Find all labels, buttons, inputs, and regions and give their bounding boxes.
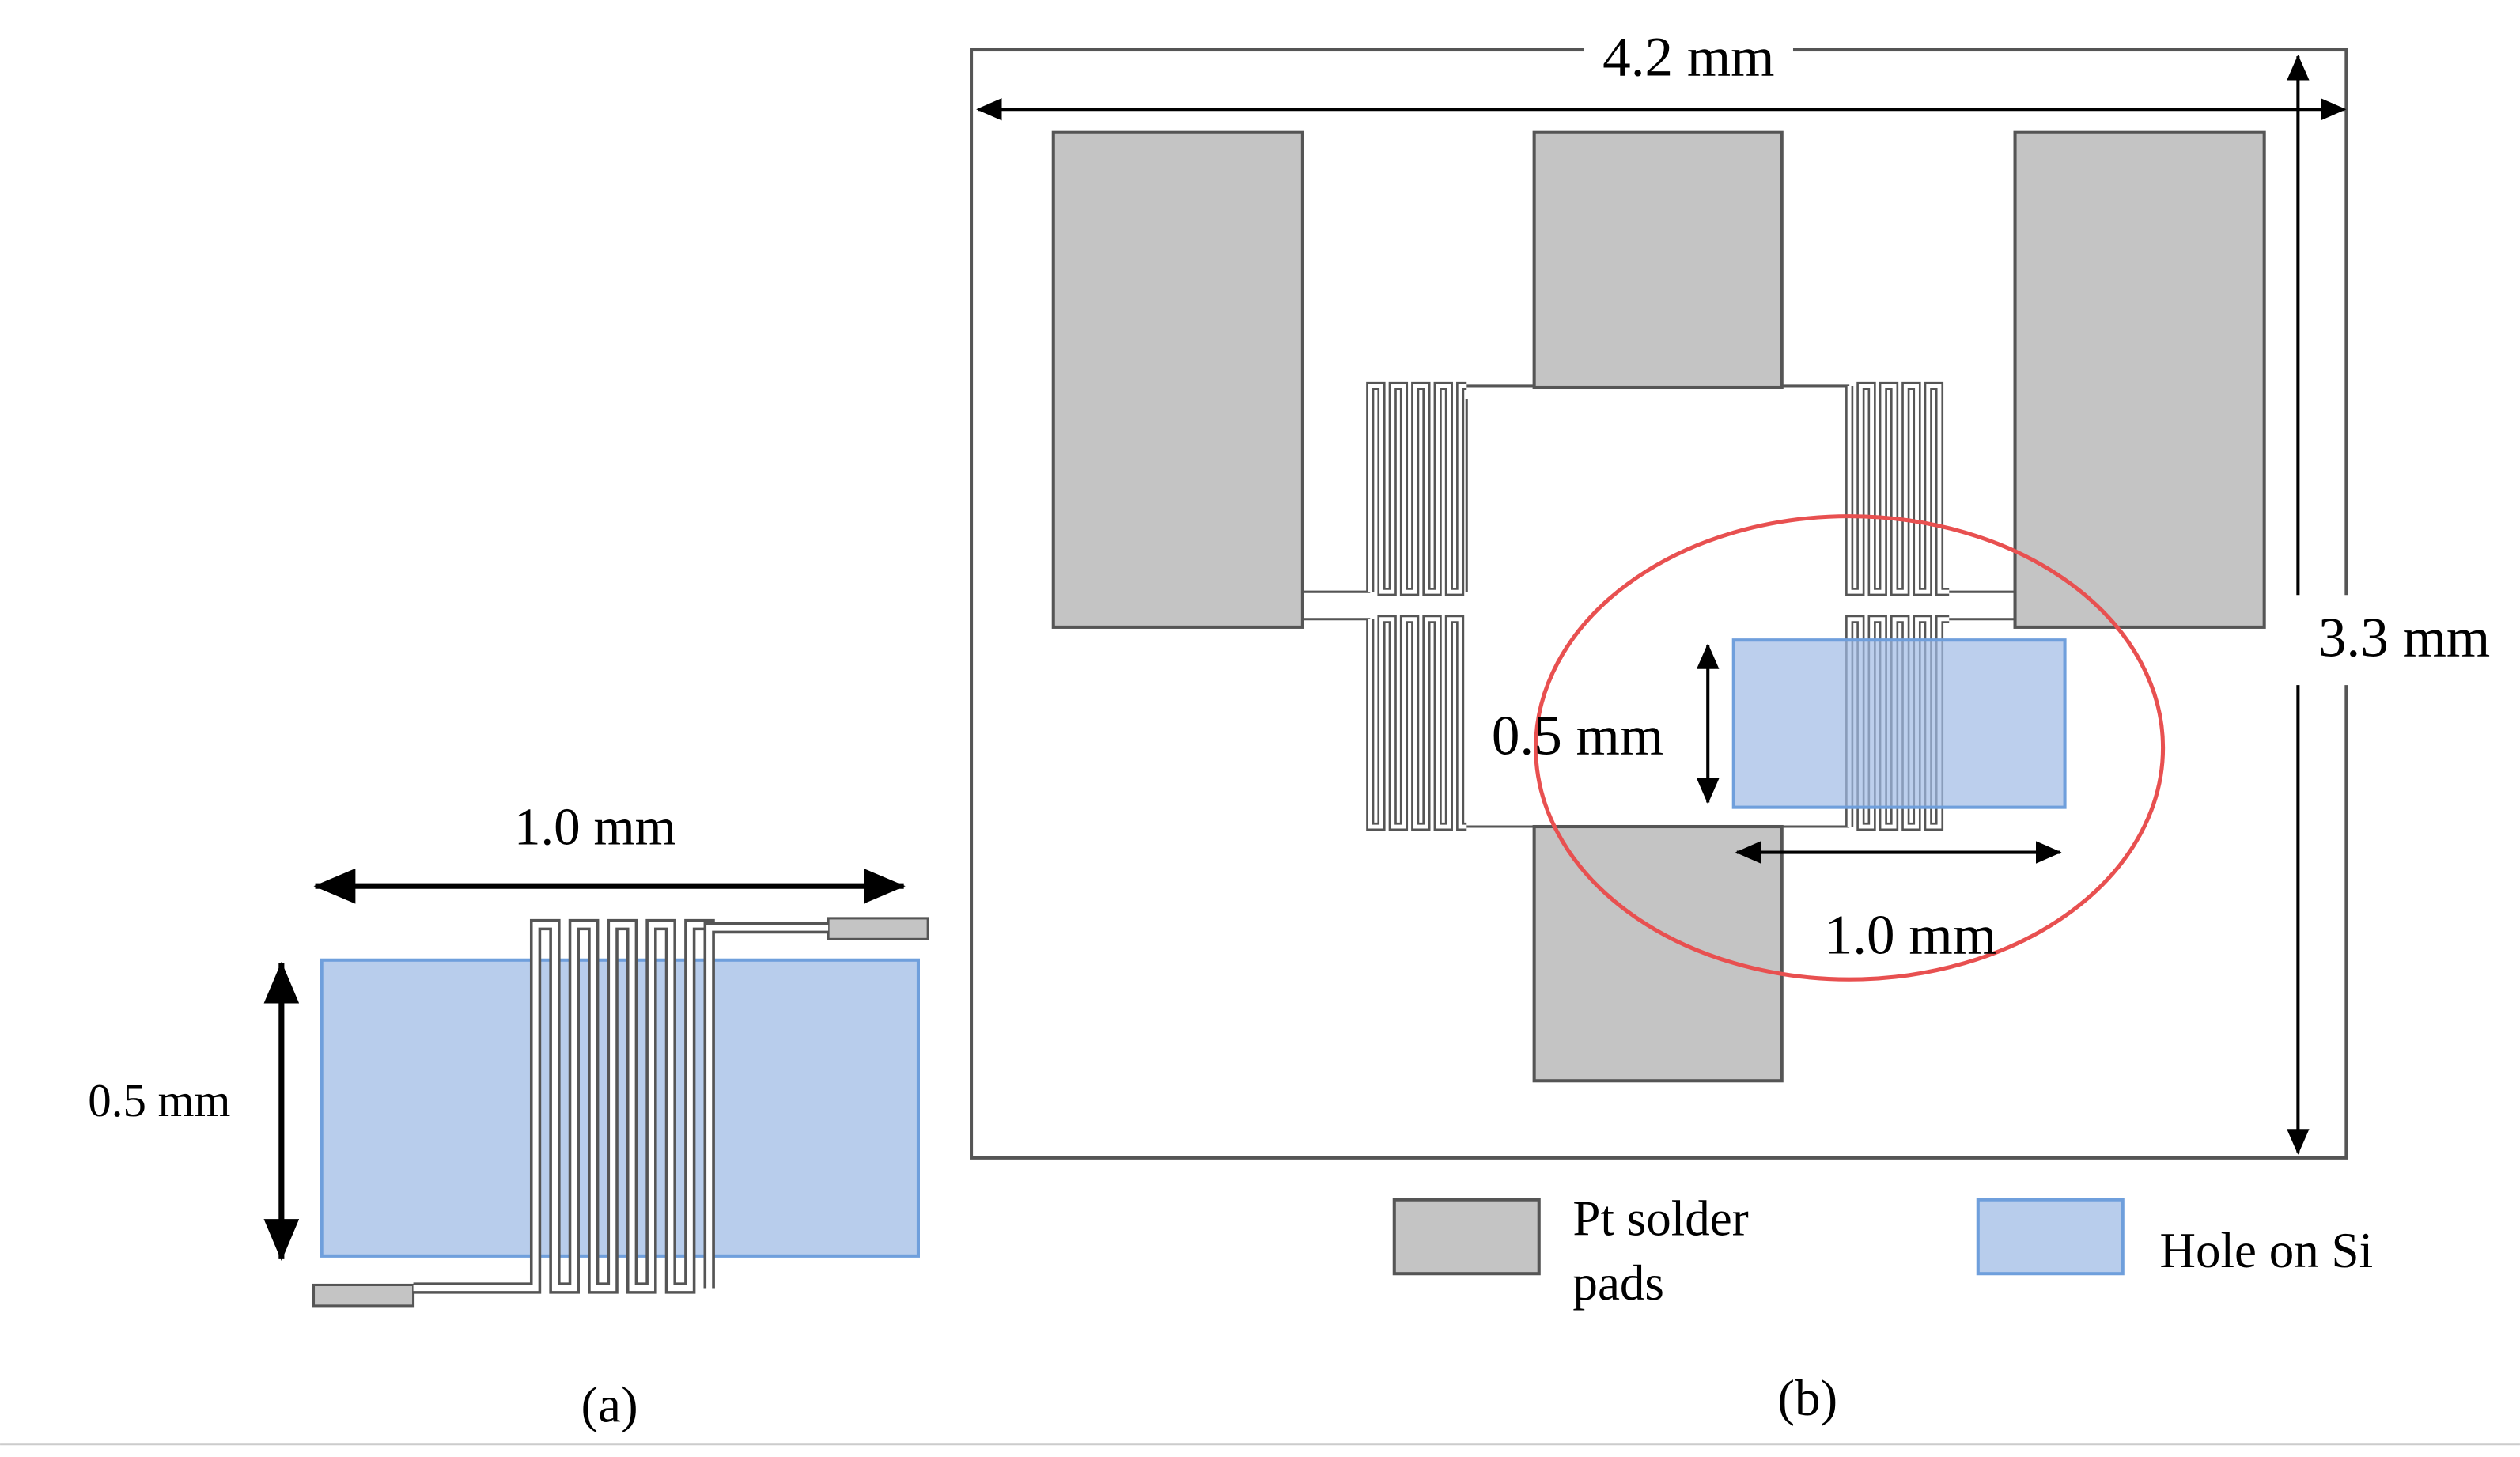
legend-pad-label-line1: Pt solder: [1572, 1190, 1748, 1246]
legend: Pt solder pads Hole on Si: [1392, 1190, 2374, 1311]
legend-pad-label-line2: pads: [1572, 1255, 1664, 1311]
panel-a: 1.0 mm 0.5 mm (a): [88, 797, 929, 1433]
legend-hole-swatch: [1976, 1198, 2125, 1276]
panel-a-caption: (a): [581, 1376, 638, 1433]
hole-width-label: 1.0 mm: [1825, 905, 1996, 967]
solder-pad-top-center: [1532, 130, 1784, 390]
chip-height-label: 3.3 mm: [2318, 607, 2490, 669]
chip-width-label: 4.2 mm: [1602, 27, 1774, 89]
solder-pad-bottom-center: [1532, 824, 1784, 1083]
meander-heaters: [1366, 381, 1950, 831]
panel-a-hole: [320, 958, 920, 1258]
solder-pad-top-left: [1051, 130, 1304, 629]
panel-a-height-label: 0.5 mm: [88, 1074, 230, 1126]
legend-pad-swatch: [1392, 1198, 1541, 1276]
panel-b-caption: (b): [1777, 1370, 1837, 1427]
highlight-ellipse: [1534, 514, 2166, 982]
hole-height-label: 0.5 mm: [1492, 706, 1663, 767]
legend-hole-label: Hole on Si: [2160, 1223, 2374, 1278]
solder-pad-top-right: [2013, 130, 2266, 629]
panel-b: 4.2 mm 3.3 mm 0.5 mm 1.0 mm Pt solder pa…: [970, 22, 2515, 1427]
panel-a-pad-top-right: [827, 917, 929, 940]
panel-b-hole: [1731, 638, 2067, 809]
panel-a-width-label: 1.0 mm: [514, 797, 676, 856]
panel-a-pad-bottom-left: [312, 1283, 415, 1308]
